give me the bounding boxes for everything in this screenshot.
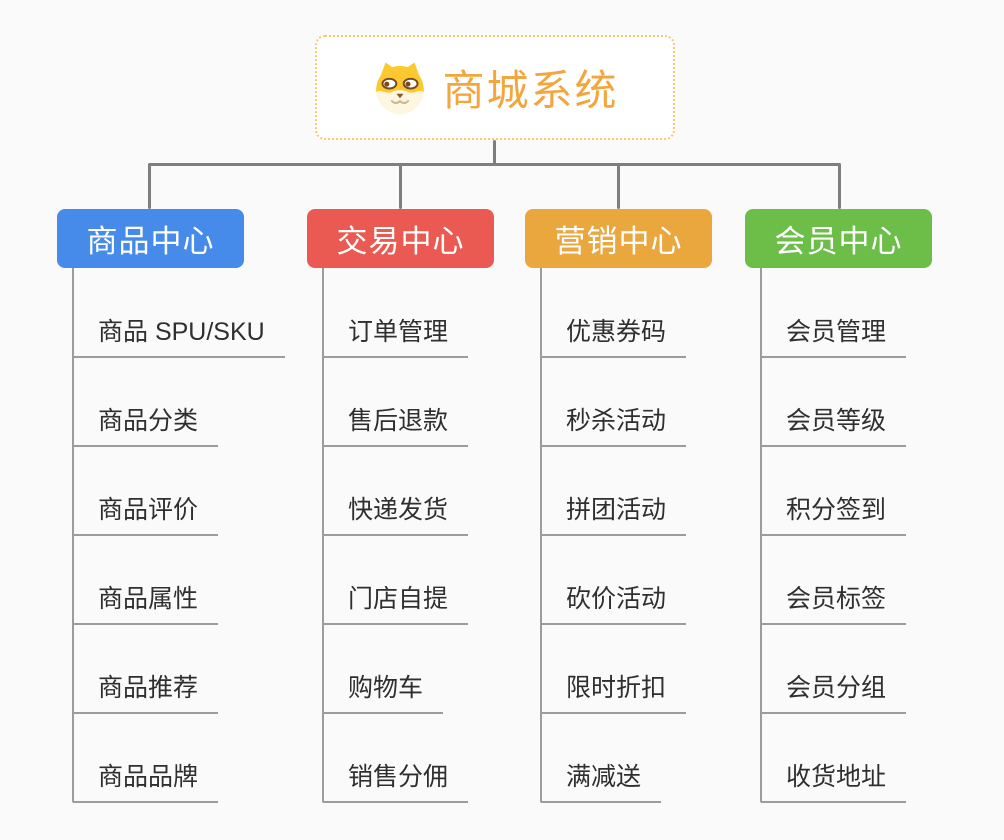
leaf-item[interactable]: 商品 SPU/SKU [72,312,285,358]
branch-node-product-center[interactable]: 商品中心 [57,209,244,268]
leaf-item[interactable]: 商品品牌 [72,757,219,803]
leaf-item[interactable]: 售后退款 [322,401,469,447]
branch-node-member-center[interactable]: 会员中心 [745,209,932,268]
connector-root-vertical [493,140,496,165]
leaf-item[interactable]: 砍价活动 [540,579,687,625]
branch-node-trade-center[interactable]: 交易中心 [307,209,494,268]
dog-icon [376,61,425,114]
leaf-item[interactable]: 商品分类 [72,401,219,447]
connector-drop-member-center [838,164,841,209]
leaf-item[interactable]: 商品推荐 [72,668,219,714]
connector-drop-product-center [148,164,151,209]
root-title: 商城系统 [442,67,619,114]
leaf-item[interactable]: 收货地址 [760,757,907,803]
branch-line-marketing-center: 优惠券码 秒杀活动 拼团活动 砍价活动 限时折扣 满减送 [540,268,742,803]
connector-drop-marketing-center [617,164,620,209]
connector-horizontal [148,163,841,166]
leaf-item[interactable]: 限时折扣 [540,668,687,714]
leaf-item[interactable]: 会员标签 [760,579,907,625]
leaf-item[interactable]: 快递发货 [322,490,469,536]
branch-line-product-center: 商品 SPU/SKU 商品分类 商品评价 商品属性 商品推荐 商品品牌 [72,268,285,803]
leaf-item[interactable]: 商品评价 [72,490,219,536]
leaf-item[interactable]: 积分签到 [760,490,907,536]
leaf-item[interactable]: 订单管理 [322,312,469,358]
leaf-item[interactable]: 销售分佣 [322,757,469,803]
leaf-item[interactable]: 满减送 [540,757,662,803]
branch-line-member-center: 会员管理 会员等级 积分签到 会员标签 会员分组 收货地址 [760,268,962,803]
leaf-item[interactable]: 商品属性 [72,579,219,625]
leaf-item[interactable]: 拼团活动 [540,490,687,536]
leaf-item[interactable]: 门店自提 [322,579,469,625]
leaf-item[interactable]: 会员等级 [760,401,907,447]
root-node[interactable]: 商城系统 [315,35,675,140]
leaf-item[interactable]: 秒杀活动 [540,401,687,447]
branch-node-marketing-center[interactable]: 营销中心 [525,209,712,268]
leaf-item[interactable]: 优惠券码 [540,312,687,358]
leaf-item[interactable]: 会员分组 [760,668,907,714]
leaf-item[interactable]: 购物车 [322,668,444,714]
connector-drop-trade-center [399,164,402,209]
branch-line-trade-center: 订单管理 售后退款 快递发货 门店自提 购物车 销售分佣 [322,268,524,803]
leaf-item[interactable]: 会员管理 [760,312,907,358]
